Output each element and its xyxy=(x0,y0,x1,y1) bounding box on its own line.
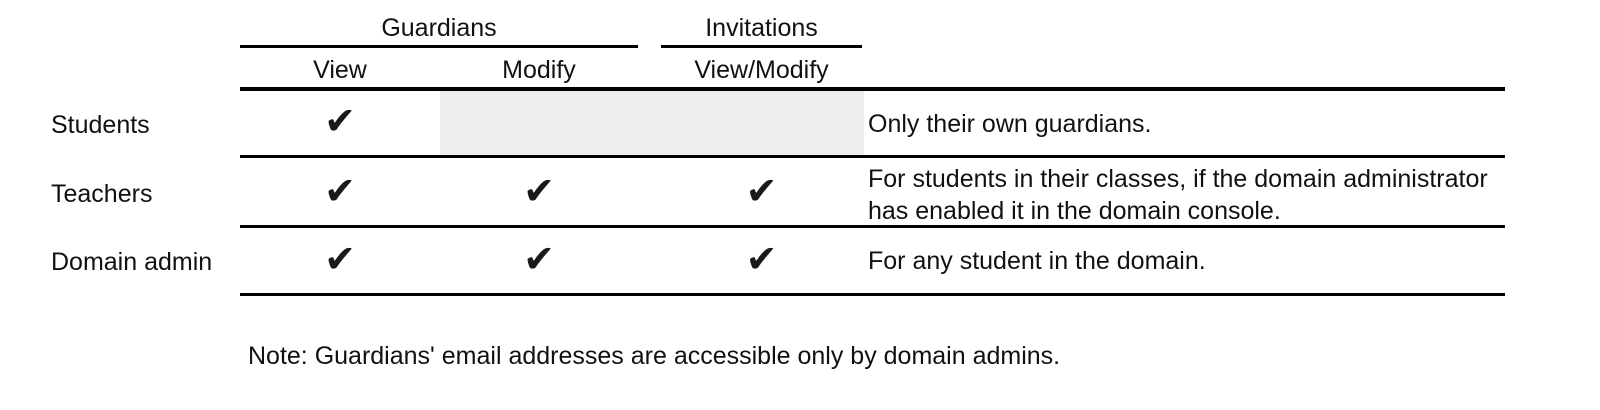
row-notes-domain-admin: For any student in the domain. xyxy=(868,245,1508,277)
table-rule-header-bottom xyxy=(240,87,1505,91)
column-header-modify: Modify xyxy=(502,56,576,84)
disabled-cells-shading xyxy=(440,91,864,155)
table-footnote: Note: Guardians' email addresses are acc… xyxy=(248,342,1061,370)
column-header-view-modify: View/Modify xyxy=(694,56,829,84)
column-group-invitations: Invitations xyxy=(705,14,818,42)
note-line: Only their own guardians. xyxy=(868,110,1152,138)
column-header-row: View Modify View/Modify xyxy=(240,54,1505,88)
table-row: Teachers ✔ ✔ ✔ For students in their cla… xyxy=(0,158,1600,225)
checkmark-icon: ✔ xyxy=(324,237,356,281)
table-row: Domain admin ✔ ✔ ✔ For any student in th… xyxy=(0,228,1600,293)
table-rule-after-students xyxy=(240,155,1505,158)
group-rule-guardians xyxy=(240,45,638,48)
row-label-teachers: Teachers xyxy=(51,180,153,208)
group-rule-invitations xyxy=(661,45,862,48)
checkmark-icon: ✔ xyxy=(523,237,555,281)
column-group-header-row: Guardians Invitations xyxy=(240,12,1505,46)
column-header-view: View xyxy=(313,56,367,84)
row-label-domain-admin: Domain admin xyxy=(51,248,213,276)
table-row: Students ✔ Only their own guardians. xyxy=(0,91,1600,155)
checkmark-icon: ✔ xyxy=(745,237,778,281)
note-line: For any student in the domain. xyxy=(868,247,1206,275)
note-line: For students in their classes, if the do… xyxy=(868,165,1488,193)
checkmark-icon: ✔ xyxy=(324,99,356,143)
row-label-students: Students xyxy=(51,111,150,139)
checkmark-icon: ✔ xyxy=(324,169,356,213)
row-notes-students: Only their own guardians. xyxy=(868,108,1508,140)
row-notes-teachers: For students in their classes, if the do… xyxy=(868,163,1508,227)
checkmark-icon: ✔ xyxy=(745,169,778,213)
table-rule-after-teachers xyxy=(240,225,1505,228)
checkmark-icon: ✔ xyxy=(523,169,555,213)
note-line: has enabled it in the domain console. xyxy=(868,197,1281,225)
table-rule-bottom xyxy=(240,293,1505,296)
column-group-guardians: Guardians xyxy=(381,14,497,42)
